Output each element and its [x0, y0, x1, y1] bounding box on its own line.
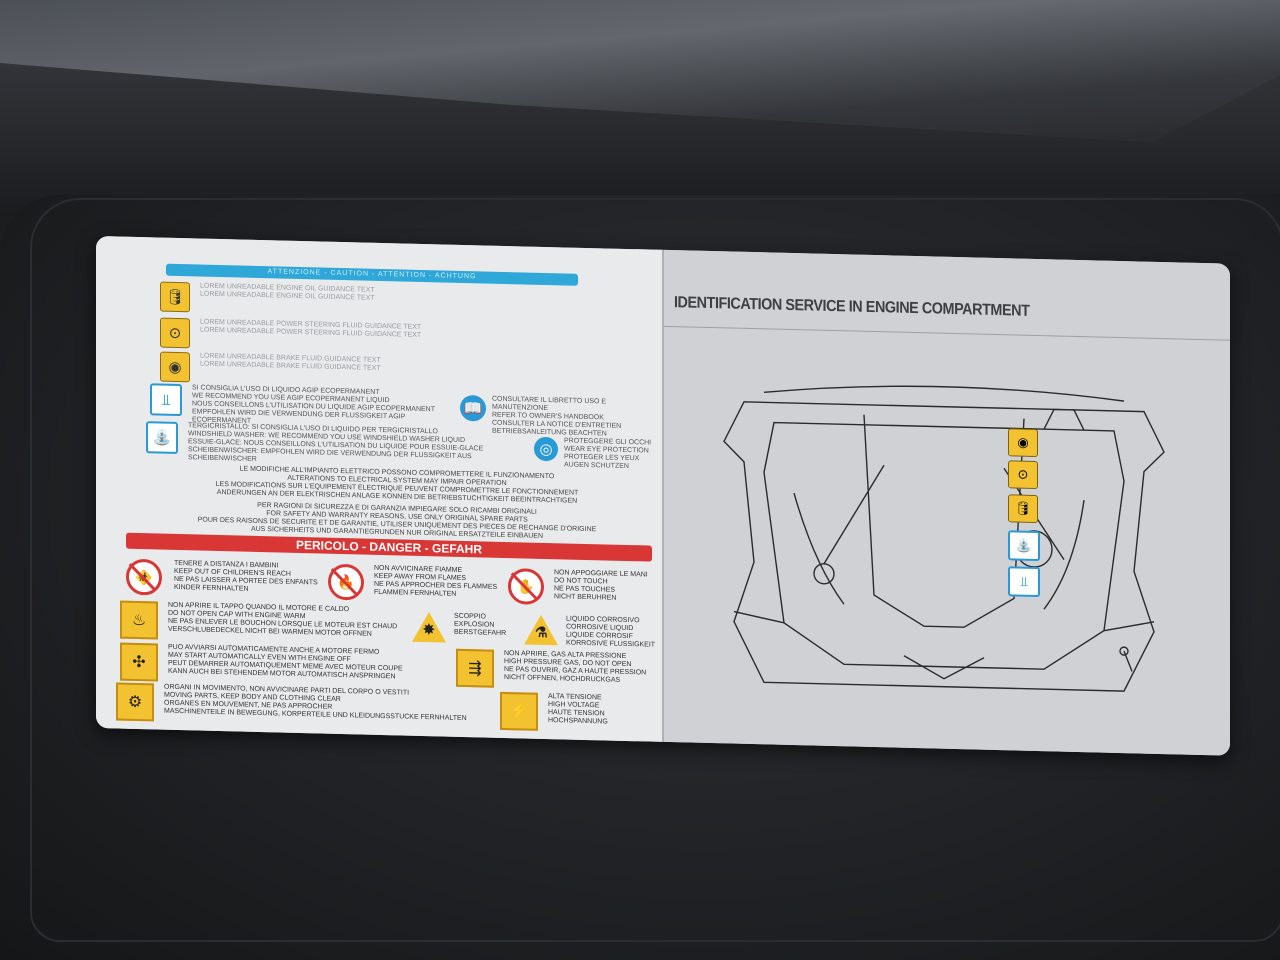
owner-manual-icon: 📖: [460, 394, 486, 422]
eye-note-text: Proteggere gli occhi Wear eye protection…: [564, 437, 652, 471]
eye-note-row: ◎ Proteggere gli occhi Wear eye protecti…: [534, 436, 652, 472]
coolant-icon: ⫫: [150, 383, 182, 417]
high-voltage-icon: ⚡: [500, 691, 538, 731]
danger-text: Tenere a distanza i bambini Keep out of …: [174, 559, 318, 593]
identification-title: IDENTIFICATION SERVICE IN ENGINE COMPART…: [674, 294, 1030, 320]
caution-row: ⛲ Tergicristallo: si consiglia l'uso di …: [146, 421, 488, 469]
explosion-text: Scoppio Explosion Berstgefahr: [454, 612, 507, 638]
caution-row: 🛢 Lorem unreadable engine oil guidance t…: [160, 281, 375, 317]
voltage-row: ⚡ Alta tensione High voltage Haute tensi…: [500, 691, 608, 733]
cover-molding-edge: [30, 198, 1280, 942]
pressure-text: Non aprire, gas alta pressione High pres…: [504, 649, 647, 684]
danger-top-item: ✋ Non appoggiare le mani Do not touch Ne…: [508, 568, 648, 607]
danger-row: ♨ Non aprire il tappo quando il motore e…: [120, 600, 398, 646]
coolant-locator-icon: ⫫: [1008, 566, 1040, 598]
caution-row: ⊙ Lorem unreadable power steering fluid …: [160, 317, 422, 354]
hot-cap-icon: ♨: [120, 600, 158, 640]
caution-text: Lorem unreadable power steering fluid gu…: [200, 318, 422, 339]
danger-text: Non avvicinare fiamme Keep away from fla…: [374, 564, 498, 598]
corrosive-text: Liquido corrosivo Corrosive liquid Liqui…: [566, 615, 656, 649]
danger-row: ✣ Puo avviarsi automaticamente anche a m…: [120, 642, 403, 688]
steering-fluid-icon: ⊙: [160, 317, 190, 349]
washer-fluid-icon: ⛲: [146, 421, 178, 455]
title-divider: [664, 325, 1230, 341]
do-not-touch-icon: ✋: [508, 568, 544, 605]
washer-locator-icon: ⛲: [1008, 530, 1040, 562]
engine-compartment-diagram: [723, 385, 1165, 692]
auto-start-fan-icon: ✣: [120, 642, 158, 682]
steering-fluid-locator-icon: ⊙: [1008, 460, 1038, 490]
moving-parts-icon: ⚙: [116, 682, 154, 722]
brake-fluid-icon: ◉: [160, 351, 190, 383]
explosion-row: ✸ Scoppio Explosion Berstgefahr: [412, 611, 507, 644]
corrosive-liquid-icon: ⚗: [524, 614, 558, 646]
corrosive-row: ⚗ Liquido corrosivo Corrosive liquid Liq…: [524, 614, 655, 649]
oil-can-icon: 🛢: [160, 281, 190, 313]
service-label-sticker: ATTENZIONE - CAUTION - ATTENTION - ACHTU…: [96, 236, 1230, 756]
electrical-note: Le modifiche all'impianto elettrico poss…: [215, 465, 579, 505]
voltage-text: Alta tensione High voltage Haute tension…: [548, 693, 608, 726]
caution-text: Lorem unreadable brake fluid guidance te…: [200, 352, 381, 372]
danger-text: Non aprire il tappo quando il motore e c…: [168, 601, 398, 638]
manual-note-text: Consultare il libretto uso e manutenzion…: [492, 395, 622, 438]
danger-row: ⚙ Organi in movimento, non avvicinare pa…: [116, 682, 467, 729]
danger-text: Puo avviarsi automaticamente anche a mot…: [168, 643, 403, 681]
warning-panel: ATTENZIONE - CAUTION - ATTENTION - ACHTU…: [96, 236, 664, 742]
danger-text: Organi in movimento, non avvicinare part…: [164, 683, 467, 723]
caution-text: Lorem unreadable engine oil guidance tex…: [200, 282, 375, 302]
oil-locator-icon: 🛢: [1008, 494, 1038, 524]
high-pressure-gas-icon: ⇶: [456, 648, 494, 688]
caution-row: ◉ Lorem unreadable brake fluid guidance …: [160, 351, 381, 387]
explosion-icon: ✸: [412, 611, 446, 643]
caution-text: Tergicristallo: si consiglia l'uso di li…: [188, 422, 484, 463]
danger-top-item: 🔥 Non avvicinare fiamme Keep away from f…: [328, 563, 498, 604]
keep-children-away-icon: 🚸: [126, 558, 162, 596]
identification-panel: IDENTIFICATION SERVICE IN ENGINE COMPART…: [664, 249, 1230, 756]
manual-note-row: 📖 Consultare il libretto uso e manutenzi…: [460, 394, 662, 440]
brake-fluid-locator-icon: ◉: [1008, 428, 1038, 458]
eye-protection-icon: ◎: [534, 436, 558, 462]
pressure-row: ⇶ Non aprire, gas alta pressione High pr…: [456, 648, 647, 692]
no-flames-icon: 🔥: [328, 563, 364, 601]
danger-text: Non appoggiare le mani Do not touch Ne p…: [554, 569, 648, 602]
danger-top-item: 🚸 Tenere a distanza i bambini Keep out o…: [126, 558, 318, 600]
